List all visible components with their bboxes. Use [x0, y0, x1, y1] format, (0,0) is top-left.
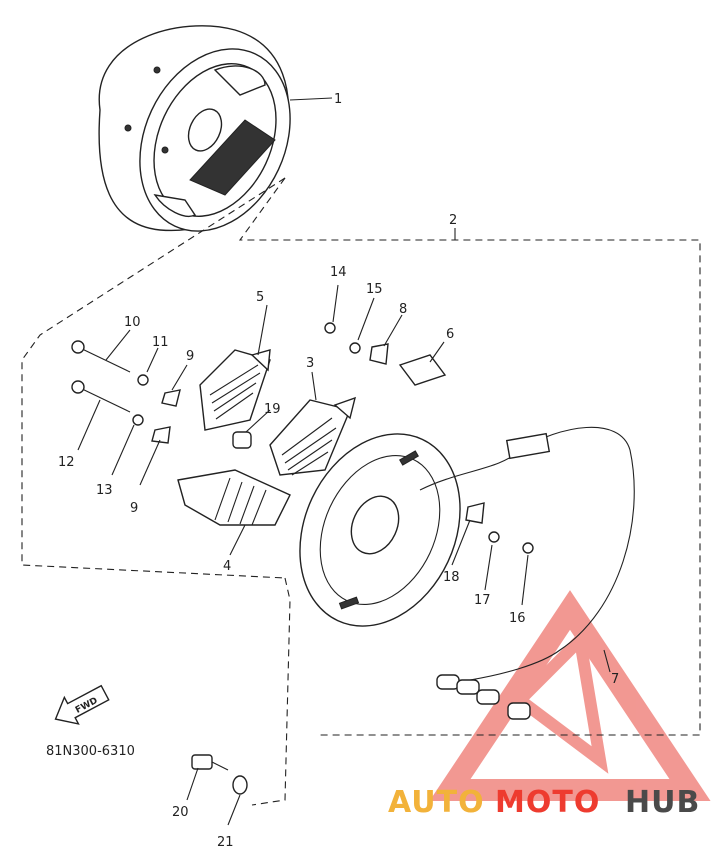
drawing-code: 81N300-6310 — [46, 744, 135, 759]
callout-18: 18 — [443, 570, 460, 585]
callout-3: 3 — [306, 356, 314, 371]
callout-19: 19 — [264, 402, 281, 417]
callout-17: 17 — [474, 593, 491, 608]
callout-6: 6 — [446, 327, 454, 342]
callout-1: 1 — [334, 92, 342, 107]
callout-8: 8 — [399, 302, 407, 317]
callout-10: 10 — [124, 315, 141, 330]
callout-9-upper: 9 — [186, 349, 194, 364]
callout-16: 16 — [509, 611, 526, 626]
callout-4: 4 — [223, 559, 231, 574]
callout-13: 13 — [96, 483, 113, 498]
flywheel-rotor — [98, 25, 291, 232]
wire-harness-7 — [419, 426, 635, 720]
callout-9-lower: 9 — [130, 501, 138, 516]
watermark-triangle-icon — [429, 590, 711, 801]
callout-14: 14 — [330, 265, 347, 280]
pickup-coil-4 — [177, 469, 291, 526]
charging-coil-5 — [199, 349, 271, 431]
callout-7: 7 — [611, 672, 619, 687]
watermark-hub: HUB — [625, 785, 700, 820]
fwd-arrow-icon: FWD — [54, 684, 110, 725]
watermark-inner-mark-icon — [510, 627, 609, 774]
watermark-text: AUTO MOTO HUB — [388, 785, 700, 820]
watermark-auto: AUTO — [388, 785, 485, 820]
callout-12: 12 — [58, 455, 75, 470]
callout-labels: 1 2 3 4 5 6 7 8 9 9 10 11 12 13 14 15 16… — [58, 92, 619, 850]
stator-base-plate — [299, 433, 461, 627]
watermark-moto: MOTO — [495, 785, 600, 820]
assembly-boundary — [21, 177, 701, 806]
callout-2: 2 — [449, 213, 457, 228]
leader-lines — [77, 97, 611, 826]
watermark-logo — [429, 590, 711, 801]
callout-15: 15 — [366, 282, 383, 297]
bolts-and-washers — [71, 322, 534, 795]
callout-20: 20 — [172, 805, 189, 820]
callout-11: 11 — [152, 335, 169, 350]
charging-coil-3 — [269, 396, 356, 476]
callout-21: 21 — [217, 835, 234, 850]
collar-19 — [232, 431, 252, 449]
callout-5: 5 — [256, 290, 264, 305]
